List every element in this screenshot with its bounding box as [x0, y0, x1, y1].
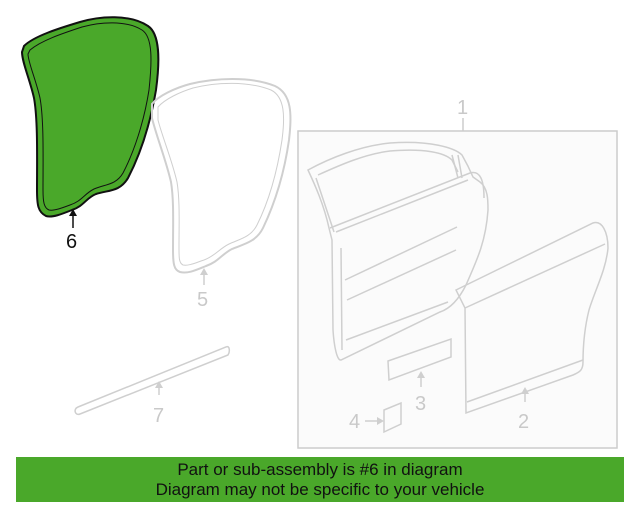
callout-3: 3 [415, 393, 426, 415]
callout-6: 6 [66, 231, 77, 253]
part-7-molding[interactable] [74, 345, 231, 416]
banner-line-part: Part or sub-assembly is #6 in diagram [177, 460, 463, 479]
callout-7: 7 [153, 405, 164, 427]
part-4-pad[interactable] [365, 401, 402, 434]
callout-4: 4 [349, 411, 360, 433]
part-3-panel[interactable] [387, 337, 452, 387]
info-banner: Part or sub-assembly is #6 in diagram Di… [16, 457, 624, 502]
part-5-opening-seal[interactable] [151, 78, 292, 285]
callout-1: 1 [457, 97, 468, 119]
banner-line-disclaimer: Diagram may not be specific to your vehi… [155, 480, 485, 499]
callout-2: 2 [518, 411, 529, 433]
callout-5: 5 [197, 289, 208, 311]
part-2-door-skin[interactable] [454, 221, 609, 415]
part-6-door-seal-highlighted[interactable]: 6 [20, 16, 160, 253]
part-1-door-assembly[interactable]: 1 [297, 97, 618, 449]
